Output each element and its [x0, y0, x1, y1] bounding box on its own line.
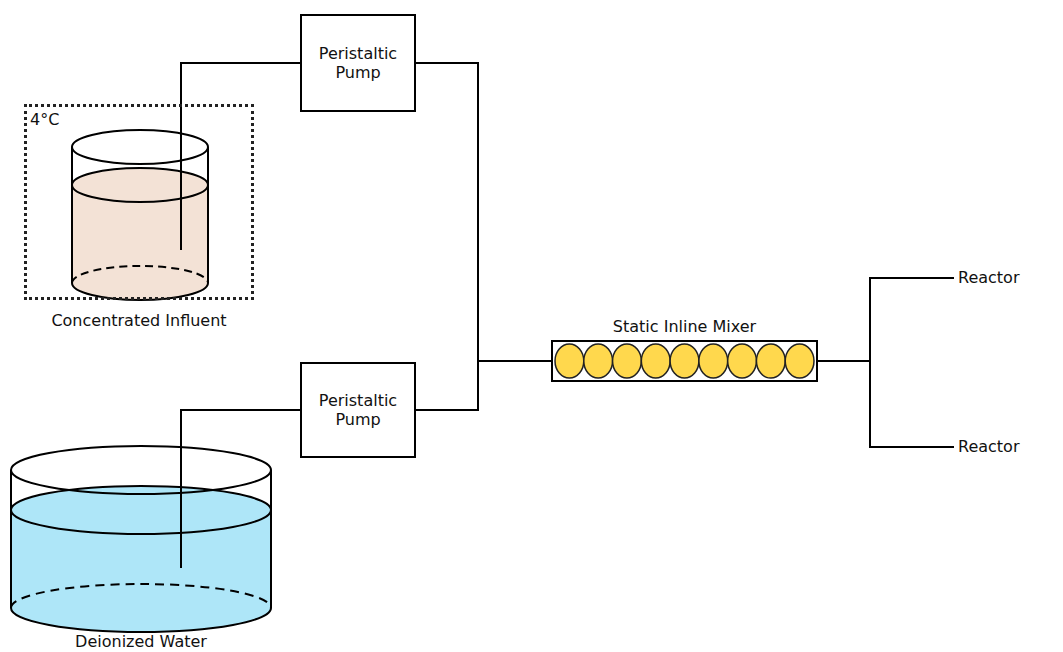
pump-box: Peristaltic Pump — [300, 14, 416, 112]
water-tank — [11, 446, 271, 632]
reactor-label: Reactor — [958, 268, 1019, 288]
mixer-element — [613, 344, 642, 378]
tubing-line — [416, 361, 551, 410]
temperature-label: 4°C — [30, 110, 59, 129]
component-label: Concentrated Influent — [51, 311, 226, 330]
mixer-element — [785, 344, 814, 378]
pump-box: Peristaltic Pump — [300, 362, 416, 458]
static-mixer: Static Inline Mixer — [551, 340, 818, 382]
mixer-element — [756, 344, 785, 378]
mixer-element — [555, 344, 584, 378]
node-text: Peristaltic Pump — [308, 44, 408, 82]
mixer-element — [699, 344, 728, 378]
influent-tank — [72, 130, 208, 300]
mixer-element — [584, 344, 613, 378]
tubing-line — [818, 278, 954, 361]
water-tank-node: Deionized Water — [10, 440, 272, 634]
reactor-label: Reactor — [958, 437, 1019, 457]
tubing-line — [416, 63, 551, 361]
node-text: Reactor — [958, 268, 1019, 287]
cold-enclosure: 4°CConcentrated Influent — [24, 104, 254, 300]
tubing-line — [181, 410, 300, 568]
node-text: Peristaltic Pump — [308, 391, 408, 429]
component-label: Static Inline Mixer — [613, 317, 756, 336]
mixer-elements — [555, 344, 814, 378]
mixer-element — [728, 344, 757, 378]
tubing-line — [181, 63, 300, 250]
mixer-element — [641, 344, 670, 378]
tubing-line — [818, 361, 954, 447]
node-text: Reactor — [958, 437, 1019, 456]
mixer-element — [670, 344, 699, 378]
component-label: Deionized Water — [75, 632, 207, 651]
